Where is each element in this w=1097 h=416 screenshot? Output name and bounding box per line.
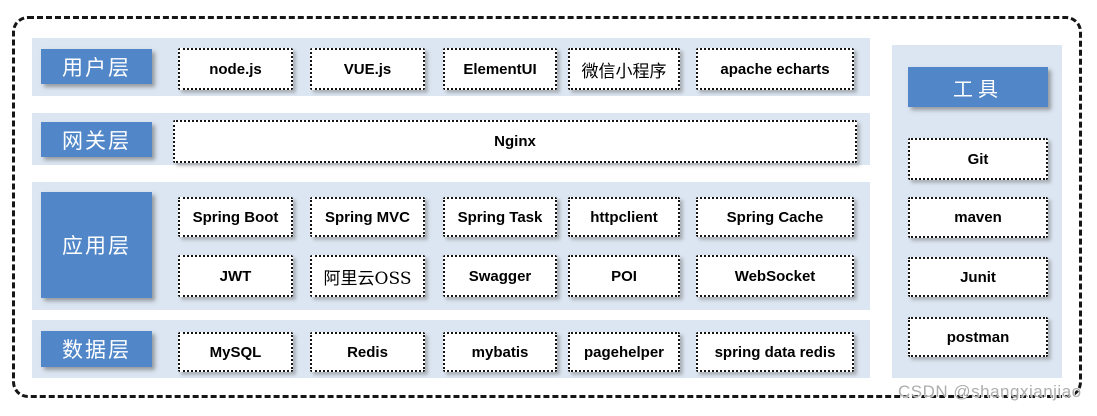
layer-label-application: 应用层 [41, 192, 152, 298]
layer-row-user: 用户层 node.js VUE.js ElementUI 微信小程序 apach… [32, 38, 870, 96]
tech-box-websocket: WebSocket [696, 255, 854, 297]
layer-row-gateway: 网关层 Nginx [32, 113, 870, 165]
tech-box-wechat-miniprogram: 微信小程序 [568, 48, 680, 90]
tech-box-vuejs: VUE.js [310, 48, 425, 90]
tech-box-elementui: ElementUI [443, 48, 557, 90]
csdn-watermark: CSDN @shangxianjiao [898, 382, 1082, 401]
tech-box-nodejs: node.js [178, 48, 293, 90]
tools-panel: 工具 Git maven Junit postman [892, 45, 1062, 378]
tech-box-poi: POI [568, 255, 680, 297]
tech-box-mysql: MySQL [178, 332, 293, 372]
layer-label-gateway: 网关层 [41, 122, 152, 157]
layer-row-data: 数据层 MySQL Redis mybatis pagehelper sprin… [32, 320, 870, 378]
tech-box-jwt: JWT [178, 255, 293, 297]
tools-header: 工具 [908, 67, 1048, 107]
tech-box-spring-mvc: Spring MVC [310, 197, 425, 237]
tech-box-mybatis: mybatis [443, 332, 557, 372]
tech-box-spring-cache: Spring Cache [696, 197, 854, 237]
tech-box-spring-boot: Spring Boot [178, 197, 293, 237]
tech-box-nginx: Nginx [173, 120, 857, 163]
tech-box-pagehelper: pagehelper [568, 332, 680, 372]
tech-box-apache-echarts: apache echarts [696, 48, 854, 90]
tech-box-swagger: Swagger [443, 255, 557, 297]
tool-box-git: Git [908, 138, 1048, 180]
tech-box-redis: Redis [310, 332, 425, 372]
outer-dashed-border [12, 16, 1082, 398]
tech-box-aliyun-oss: 阿里云OSS [310, 255, 425, 297]
tech-box-spring-task: Spring Task [443, 197, 557, 237]
layer-label-user: 用户层 [41, 49, 152, 84]
tool-box-maven: maven [908, 197, 1048, 238]
tech-box-spring-data-redis: spring data redis [696, 332, 854, 372]
layer-row-application: 应用层 Spring Boot Spring MVC Spring Task h… [32, 182, 870, 310]
tech-box-httpclient: httpclient [568, 197, 680, 237]
tool-box-postman: postman [908, 317, 1048, 357]
tool-box-junit: Junit [908, 257, 1048, 297]
layer-label-data: 数据层 [41, 331, 152, 367]
